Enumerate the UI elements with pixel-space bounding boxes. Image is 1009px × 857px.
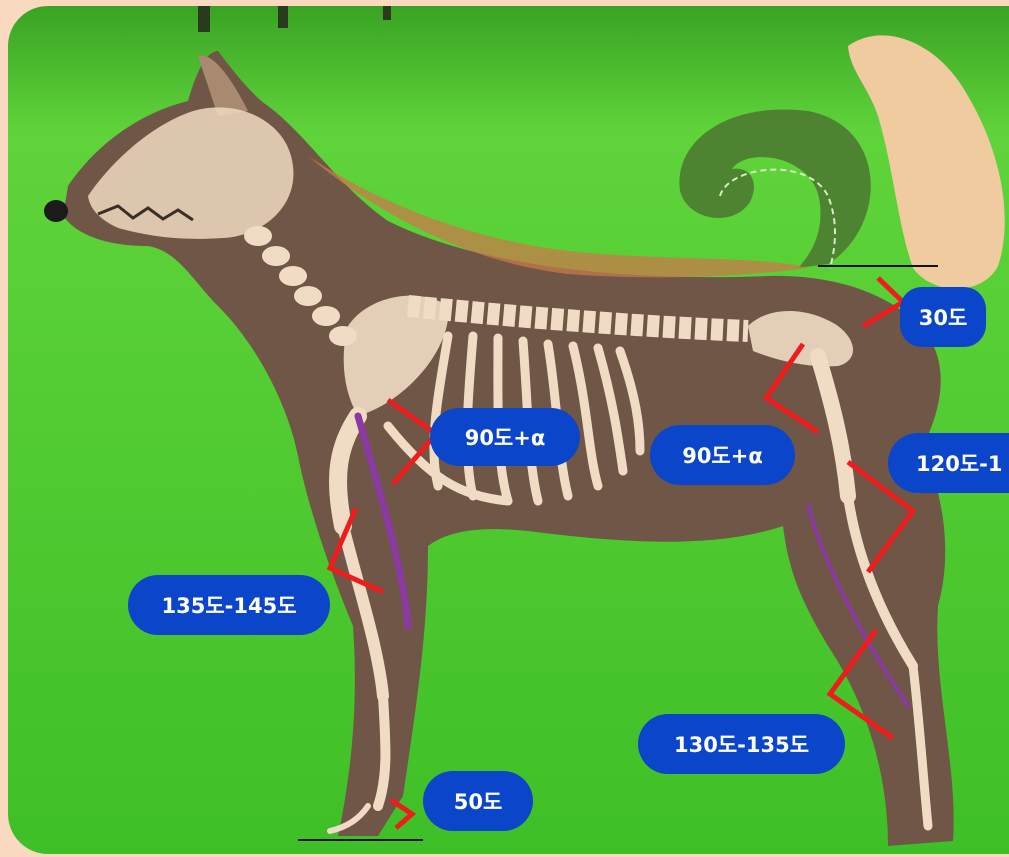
tree-trunk (198, 6, 210, 32)
angle-label-hock: 130도-135도 (638, 714, 845, 774)
angle-label-pastern: 50도 (423, 771, 533, 831)
tree-trunk (278, 6, 288, 28)
angle-label-tail: 30도 (900, 287, 986, 347)
tree-trunk (383, 6, 391, 20)
angle-label-hip: 90도+α (650, 425, 795, 485)
dog-nose (44, 200, 68, 222)
angle-label-stifle: 120도-1 (888, 433, 1009, 493)
angle-label-shoulder: 90도+α (430, 408, 580, 466)
angle-label-elbow: 135도-145도 (128, 575, 330, 635)
